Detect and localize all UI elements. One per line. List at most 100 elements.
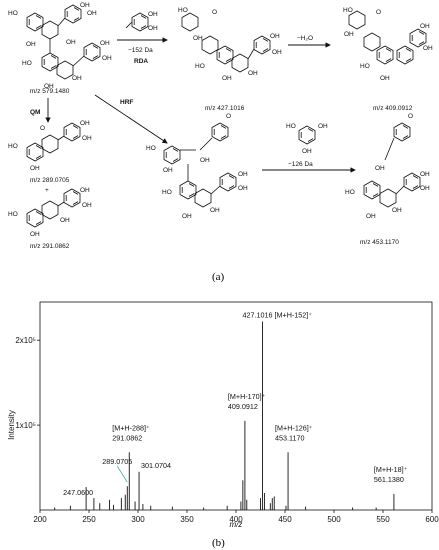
- svg-text:OH: OH: [302, 148, 312, 155]
- svg-text:HO: HO: [8, 143, 18, 150]
- svg-text:O: O: [376, 9, 381, 16]
- peak-annotation-ion: [M+H-18]⁺: [374, 465, 408, 474]
- y-axis-title: Intensity: [7, 410, 16, 440]
- svg-text:O: O: [408, 113, 413, 120]
- x-tick-label: 600: [425, 515, 439, 524]
- svg-text:OH: OH: [60, 217, 70, 224]
- svg-text:OH: OH: [80, 120, 90, 127]
- svg-text:HO: HO: [146, 145, 156, 152]
- x-tick-label: 450: [278, 515, 292, 524]
- svg-text:HO: HO: [360, 63, 370, 70]
- rda-loss-label: −152 Da: [128, 47, 153, 54]
- phloroglucinol-structure: HO OH OH: [286, 123, 328, 155]
- svg-text:OH: OH: [66, 39, 76, 46]
- svg-text:OH: OH: [272, 49, 282, 56]
- x-axis-title: m/z: [230, 520, 243, 529]
- mz-dehydrated: m/z 409.0912: [373, 105, 413, 112]
- x-tick-label: 500: [327, 515, 341, 524]
- svg-text:OH: OH: [375, 165, 385, 172]
- hrf-label: HRF: [120, 99, 133, 106]
- svg-text:OH: OH: [193, 35, 203, 42]
- svg-text:OH: OH: [87, 10, 97, 17]
- svg-text:HO: HO: [162, 189, 172, 196]
- svg-text:O: O: [212, 9, 217, 16]
- rda-product-structure: HO O OH OH OH HO OH OH: [178, 7, 282, 82]
- svg-text:OH: OH: [80, 2, 90, 9]
- fragmentation-scheme: HO OH OH OH OH OH OH HO OH OH m/z 579.14…: [8, 2, 433, 283]
- qm-product-lower-structure: OH OH HO OH OH: [8, 187, 92, 238]
- svg-text:OH: OH: [222, 75, 232, 82]
- peak-annotation-ion: [M+H-288]⁺: [112, 423, 150, 432]
- svg-text:O: O: [40, 125, 45, 132]
- peak-annotation-mz: 453.1170: [275, 433, 304, 442]
- peak-annotation-mz: 561.1380: [374, 475, 404, 484]
- svg-text:HO: HO: [22, 60, 32, 67]
- dehydrated-structure: HO O OH OH OH HO OH: [343, 7, 433, 82]
- peak-annotation-ion: [M+H-126]⁺: [275, 423, 313, 432]
- rda-label: RDA: [134, 58, 148, 65]
- peak-annotation: 427.1016 [M+H-152]⁺: [243, 311, 313, 320]
- svg-text:HO: HO: [195, 63, 205, 70]
- svg-text:OH: OH: [102, 55, 112, 62]
- x-tick-label: 350: [180, 515, 194, 524]
- svg-text:OH: OH: [163, 167, 173, 174]
- mz-hrf-product: m/z 453.1170: [360, 239, 399, 246]
- peak-annotation: 247.0600: [63, 488, 93, 497]
- svg-text:OH: OH: [200, 157, 210, 164]
- svg-text:OH: OH: [148, 11, 158, 18]
- svg-text:OH: OH: [82, 135, 92, 142]
- mz-qm-upper: m/z 289.0705: [30, 177, 70, 184]
- svg-text:OH: OH: [238, 185, 248, 192]
- plus-sign: +: [45, 187, 49, 194]
- svg-text:OH: OH: [182, 213, 192, 220]
- svg-text:OH: OH: [100, 40, 110, 47]
- parent-structure: HO OH OH OH OH OH OH HO OH OH: [8, 2, 112, 90]
- svg-text:O: O: [226, 113, 231, 120]
- y-tick-label: 2x10⁵: [15, 336, 36, 345]
- svg-text:OH: OH: [238, 171, 248, 178]
- peak-annotation: 289.0705: [102, 457, 132, 466]
- svg-text:OH: OH: [420, 185, 430, 192]
- svg-text:HO: HO: [8, 211, 18, 218]
- svg-text:OH: OH: [270, 33, 280, 40]
- loss-126-label: −126 Da: [288, 161, 313, 168]
- hrf-intermediate-structure: O HO OH OH OH OH HO OH OH: [146, 113, 248, 220]
- spectrum-annotations: 427.1016 [M+H-152]⁺[M+H-170]⁺409.0912[M+…: [63, 311, 408, 498]
- svg-text:HO: HO: [343, 7, 353, 14]
- svg-text:OH: OH: [44, 83, 54, 90]
- water-loss-label: −H₂O: [297, 35, 313, 42]
- x-tick-label: 550: [376, 515, 390, 524]
- svg-text:OH: OH: [423, 45, 433, 52]
- peak-annotation-mz: 291.0862: [112, 433, 142, 442]
- panel-a-label: (a): [212, 271, 225, 283]
- x-tick-label: 400: [229, 515, 243, 524]
- svg-text:OH: OH: [30, 231, 40, 238]
- svg-text:OH: OH: [344, 31, 354, 38]
- x-tick-label: 250: [82, 515, 96, 524]
- panel-b-label: (b): [212, 537, 225, 549]
- rda-arrow: OH OH: [117, 11, 168, 43]
- mz-qm-lower: m/z 291.0862: [30, 243, 70, 250]
- qm-label: QM: [30, 109, 40, 116]
- x-tick-label: 200: [33, 515, 47, 524]
- mz-rda-product: m/z 427.1016: [205, 105, 245, 112]
- hrf-product-structure: O OH OH OH HO OH OH: [345, 113, 430, 220]
- svg-text:OH: OH: [210, 207, 220, 214]
- mz-parent: m/z 579.1480: [30, 88, 70, 95]
- qm-product-upper-structure: OH OH O HO OH: [8, 120, 92, 172]
- svg-text:OH: OH: [72, 75, 82, 82]
- svg-text:OH: OH: [248, 70, 258, 77]
- svg-text:OH: OH: [30, 165, 40, 172]
- svg-text:OH: OH: [318, 123, 328, 130]
- svg-text:OH: OH: [380, 75, 390, 82]
- peak-annotation: 301.0704: [141, 461, 171, 470]
- peak-annotation-ion: [M+H-170]⁺: [228, 392, 266, 401]
- svg-text:OH: OH: [392, 207, 402, 214]
- svg-text:HO: HO: [178, 7, 188, 14]
- spectrum-peaks: [54, 321, 395, 510]
- svg-text:OH: OH: [80, 187, 90, 194]
- svg-text:OH: OH: [420, 23, 430, 30]
- svg-text:OH: OH: [26, 41, 36, 48]
